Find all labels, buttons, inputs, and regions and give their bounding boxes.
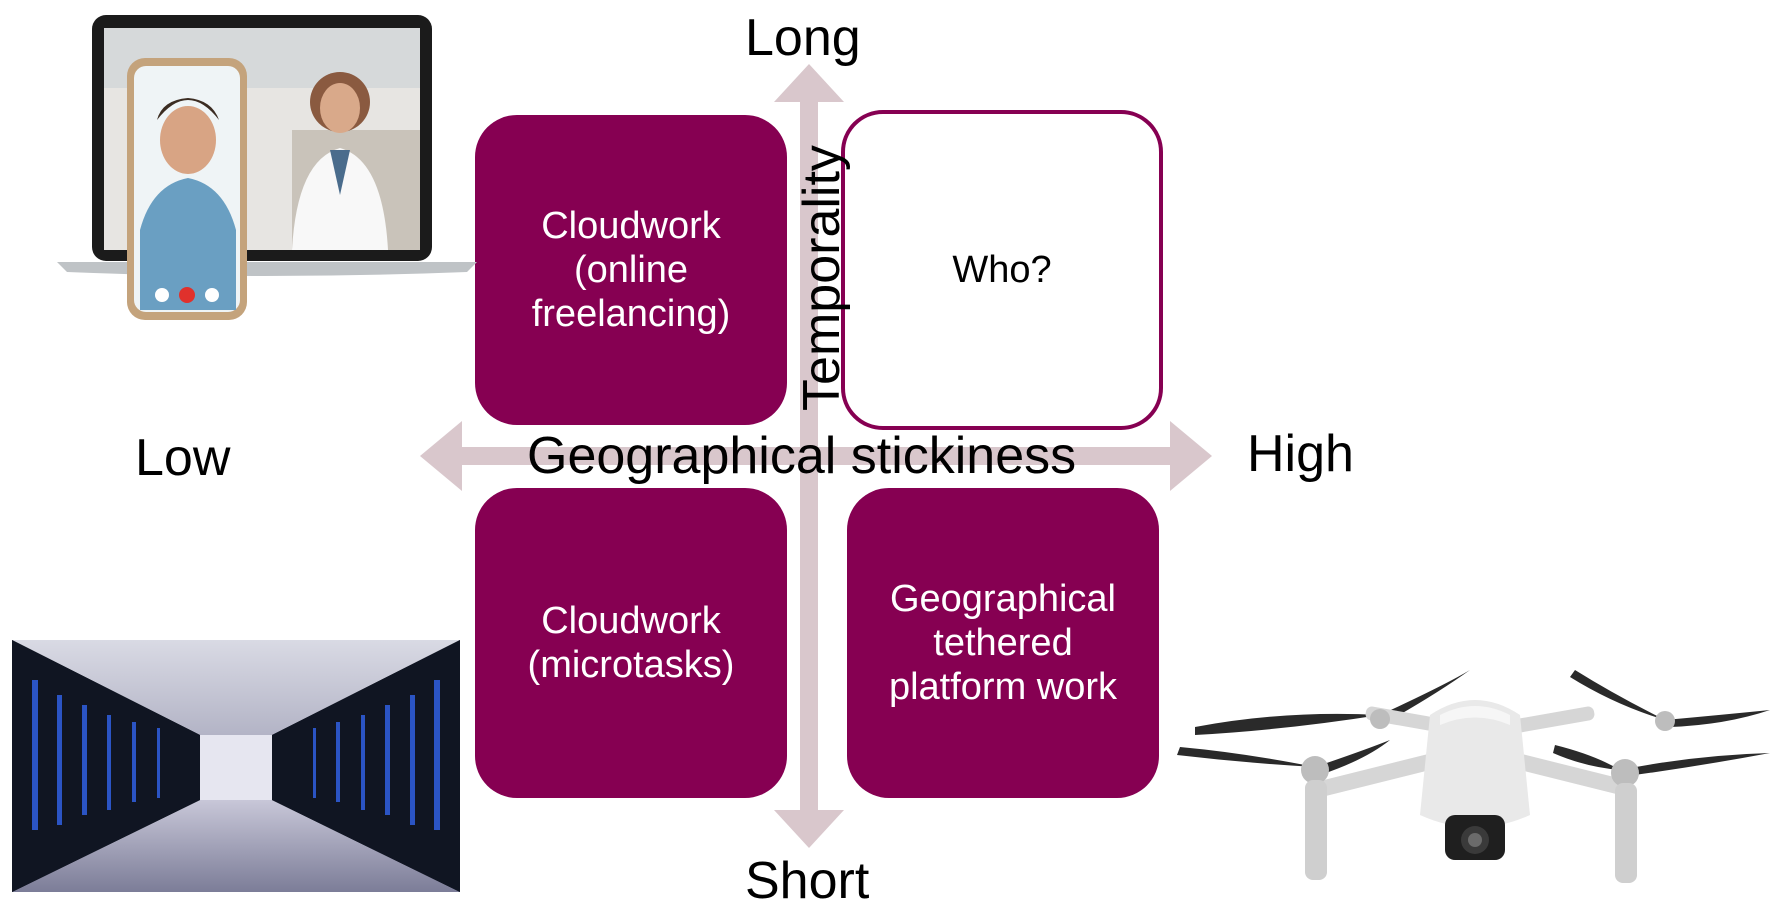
vertical-axis-shaft <box>800 100 818 830</box>
horizontal-axis-high-label: High <box>1247 425 1354 483</box>
server-room-image <box>12 640 460 892</box>
quadrant-top-right: Who? <box>841 110 1163 430</box>
bottom-arrowhead <box>774 810 844 848</box>
quadrant-bottom-right: Geographical tethered platform work <box>847 488 1159 798</box>
drone-image <box>1177 670 1770 883</box>
vertical-axis-bottom-label: Short <box>745 852 870 910</box>
top-arrowhead <box>774 64 844 102</box>
laptop-video-call-image <box>57 15 477 320</box>
right-arrowhead <box>1170 421 1212 491</box>
left-arrowhead <box>420 421 462 491</box>
vertical-axis-title: Temporality <box>793 145 851 411</box>
quadrant-bottom-left: Cloudwork (microtasks) <box>475 488 787 798</box>
horizontal-axis-title: Geographical stickiness <box>527 427 1077 485</box>
horizontal-axis-low-label: Low <box>135 429 231 487</box>
quadrant-top-left: Cloudwork (online freelancing) <box>475 115 787 425</box>
vertical-axis-top-label: Long <box>745 9 861 67</box>
